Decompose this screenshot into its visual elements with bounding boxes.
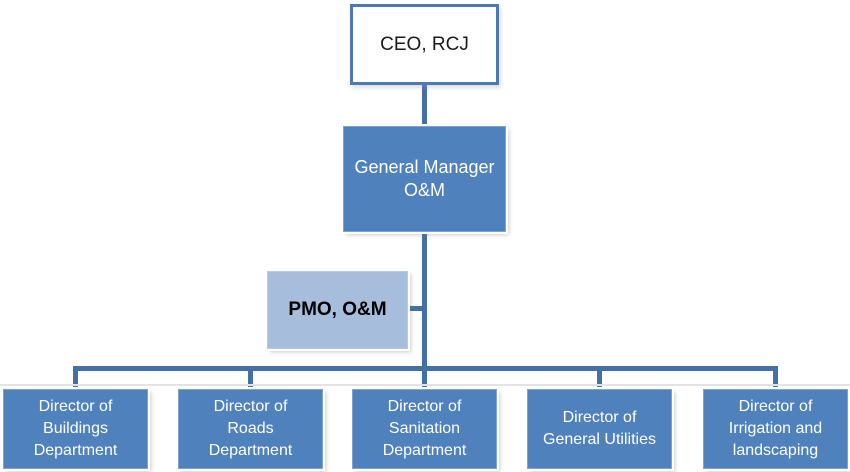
connector-ceo-to-gm (422, 85, 427, 126)
connector-stem-buildings (73, 366, 78, 389)
pmo-node: PMO, O&M (267, 271, 408, 349)
connector-stem-irrigation (773, 366, 778, 389)
director-general-utilities-label: Director of General Utilities (543, 409, 656, 448)
director-roads-label: Director of Roads Department (208, 398, 293, 459)
pmo-label: PMO, O&M (288, 299, 387, 320)
director-sanitation-label: Director of Sanitation Department (382, 398, 467, 459)
director-irrigation-label: Director of Irrigation and landscaping (728, 398, 823, 459)
row-shadow-rule (0, 384, 850, 386)
connector-bus (73, 366, 778, 371)
connector-stem-general-utilities (597, 366, 602, 389)
connector-stem-roads (248, 366, 253, 389)
connector-pmo-branch (407, 306, 423, 311)
connector-gm-trunk (422, 232, 427, 389)
director-sanitation-node: Director of Sanitation Department (352, 389, 497, 469)
general-manager-label: General Manager O&M (354, 157, 495, 200)
ceo-node: CEO, RCJ (350, 4, 499, 85)
director-general-utilities-node: Director of General Utilities (527, 389, 672, 469)
general-manager-node: General Manager O&M (343, 126, 506, 232)
director-buildings-label: Director of Buildings Department (33, 398, 118, 459)
ceo-label: CEO, RCJ (380, 33, 469, 55)
director-irrigation-node: Director of Irrigation and landscaping (703, 389, 848, 469)
director-buildings-node: Director of Buildings Department (3, 389, 148, 469)
director-roads-node: Director of Roads Department (178, 389, 323, 469)
